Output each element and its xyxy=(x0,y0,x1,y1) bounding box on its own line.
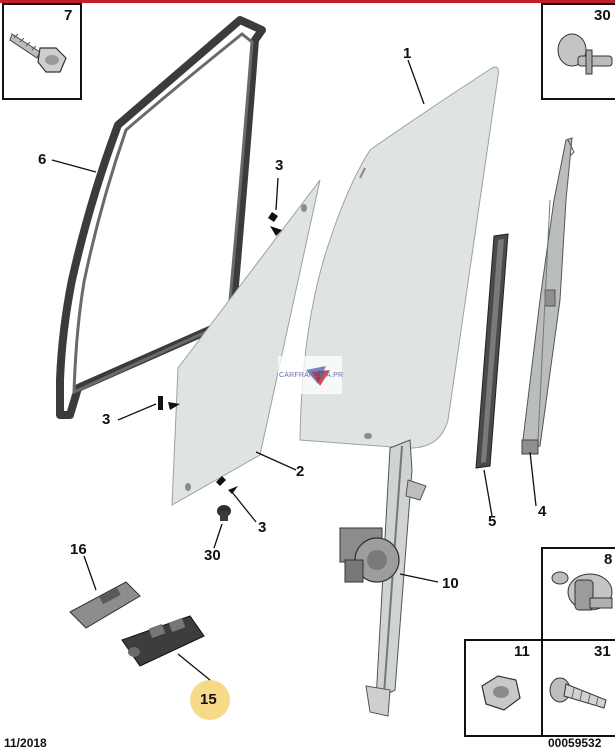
part-box-30 xyxy=(541,3,615,100)
box-label-11: 11 xyxy=(514,643,530,660)
door-glass-1 xyxy=(299,66,499,449)
callout-3-top: 3 xyxy=(275,157,284,174)
clip-fastener-icon xyxy=(557,33,613,75)
callout-5: 5 xyxy=(488,513,497,530)
footer-ref: 00059532 xyxy=(548,736,602,750)
footer-date: 11/2018 xyxy=(4,736,47,750)
callout-30: 30 xyxy=(204,547,221,564)
clip-3-low xyxy=(216,476,238,494)
box-label-8: 8 xyxy=(604,551,613,568)
quarter-glass-2 xyxy=(171,179,321,506)
leader-lines xyxy=(51,59,537,681)
switch-cover-16 xyxy=(69,581,141,629)
callout-6: 6 xyxy=(38,151,47,168)
part-box-7 xyxy=(2,3,82,100)
callout-2: 2 xyxy=(296,463,305,480)
box-label-7: 7 xyxy=(64,7,73,24)
callout-15: 15 xyxy=(200,691,217,708)
bolt-icon xyxy=(9,33,67,73)
clip-3-mid xyxy=(158,396,180,410)
window-regulator-10 xyxy=(339,439,427,717)
part-box-31 xyxy=(541,639,615,737)
callout-10: 10 xyxy=(442,575,459,592)
callout-3-mid: 3 xyxy=(102,411,111,428)
box-label-31: 31 xyxy=(594,643,611,660)
window-seal-6 xyxy=(56,16,266,419)
callout-3-low: 3 xyxy=(258,519,267,536)
callout-1: 1 xyxy=(403,45,412,62)
callout-16: 16 xyxy=(70,541,87,558)
screw-icon xyxy=(549,677,607,709)
watermark-logo xyxy=(278,356,342,394)
window-switch-15 xyxy=(121,615,205,667)
top-rule xyxy=(0,0,615,3)
run-channel-5 xyxy=(475,233,509,469)
callout-4: 4 xyxy=(538,503,547,520)
box-label-30: 30 xyxy=(594,7,611,24)
grommet-icon xyxy=(551,571,613,611)
watermark-brand: CARFRANCE A.PR xyxy=(279,372,344,379)
nut-icon xyxy=(481,675,521,711)
guide-rail-4 xyxy=(521,137,575,455)
highlight-circle xyxy=(190,680,230,720)
part-box-11 xyxy=(464,639,543,737)
clip-3-top xyxy=(268,212,282,236)
screw-30 xyxy=(217,505,231,521)
